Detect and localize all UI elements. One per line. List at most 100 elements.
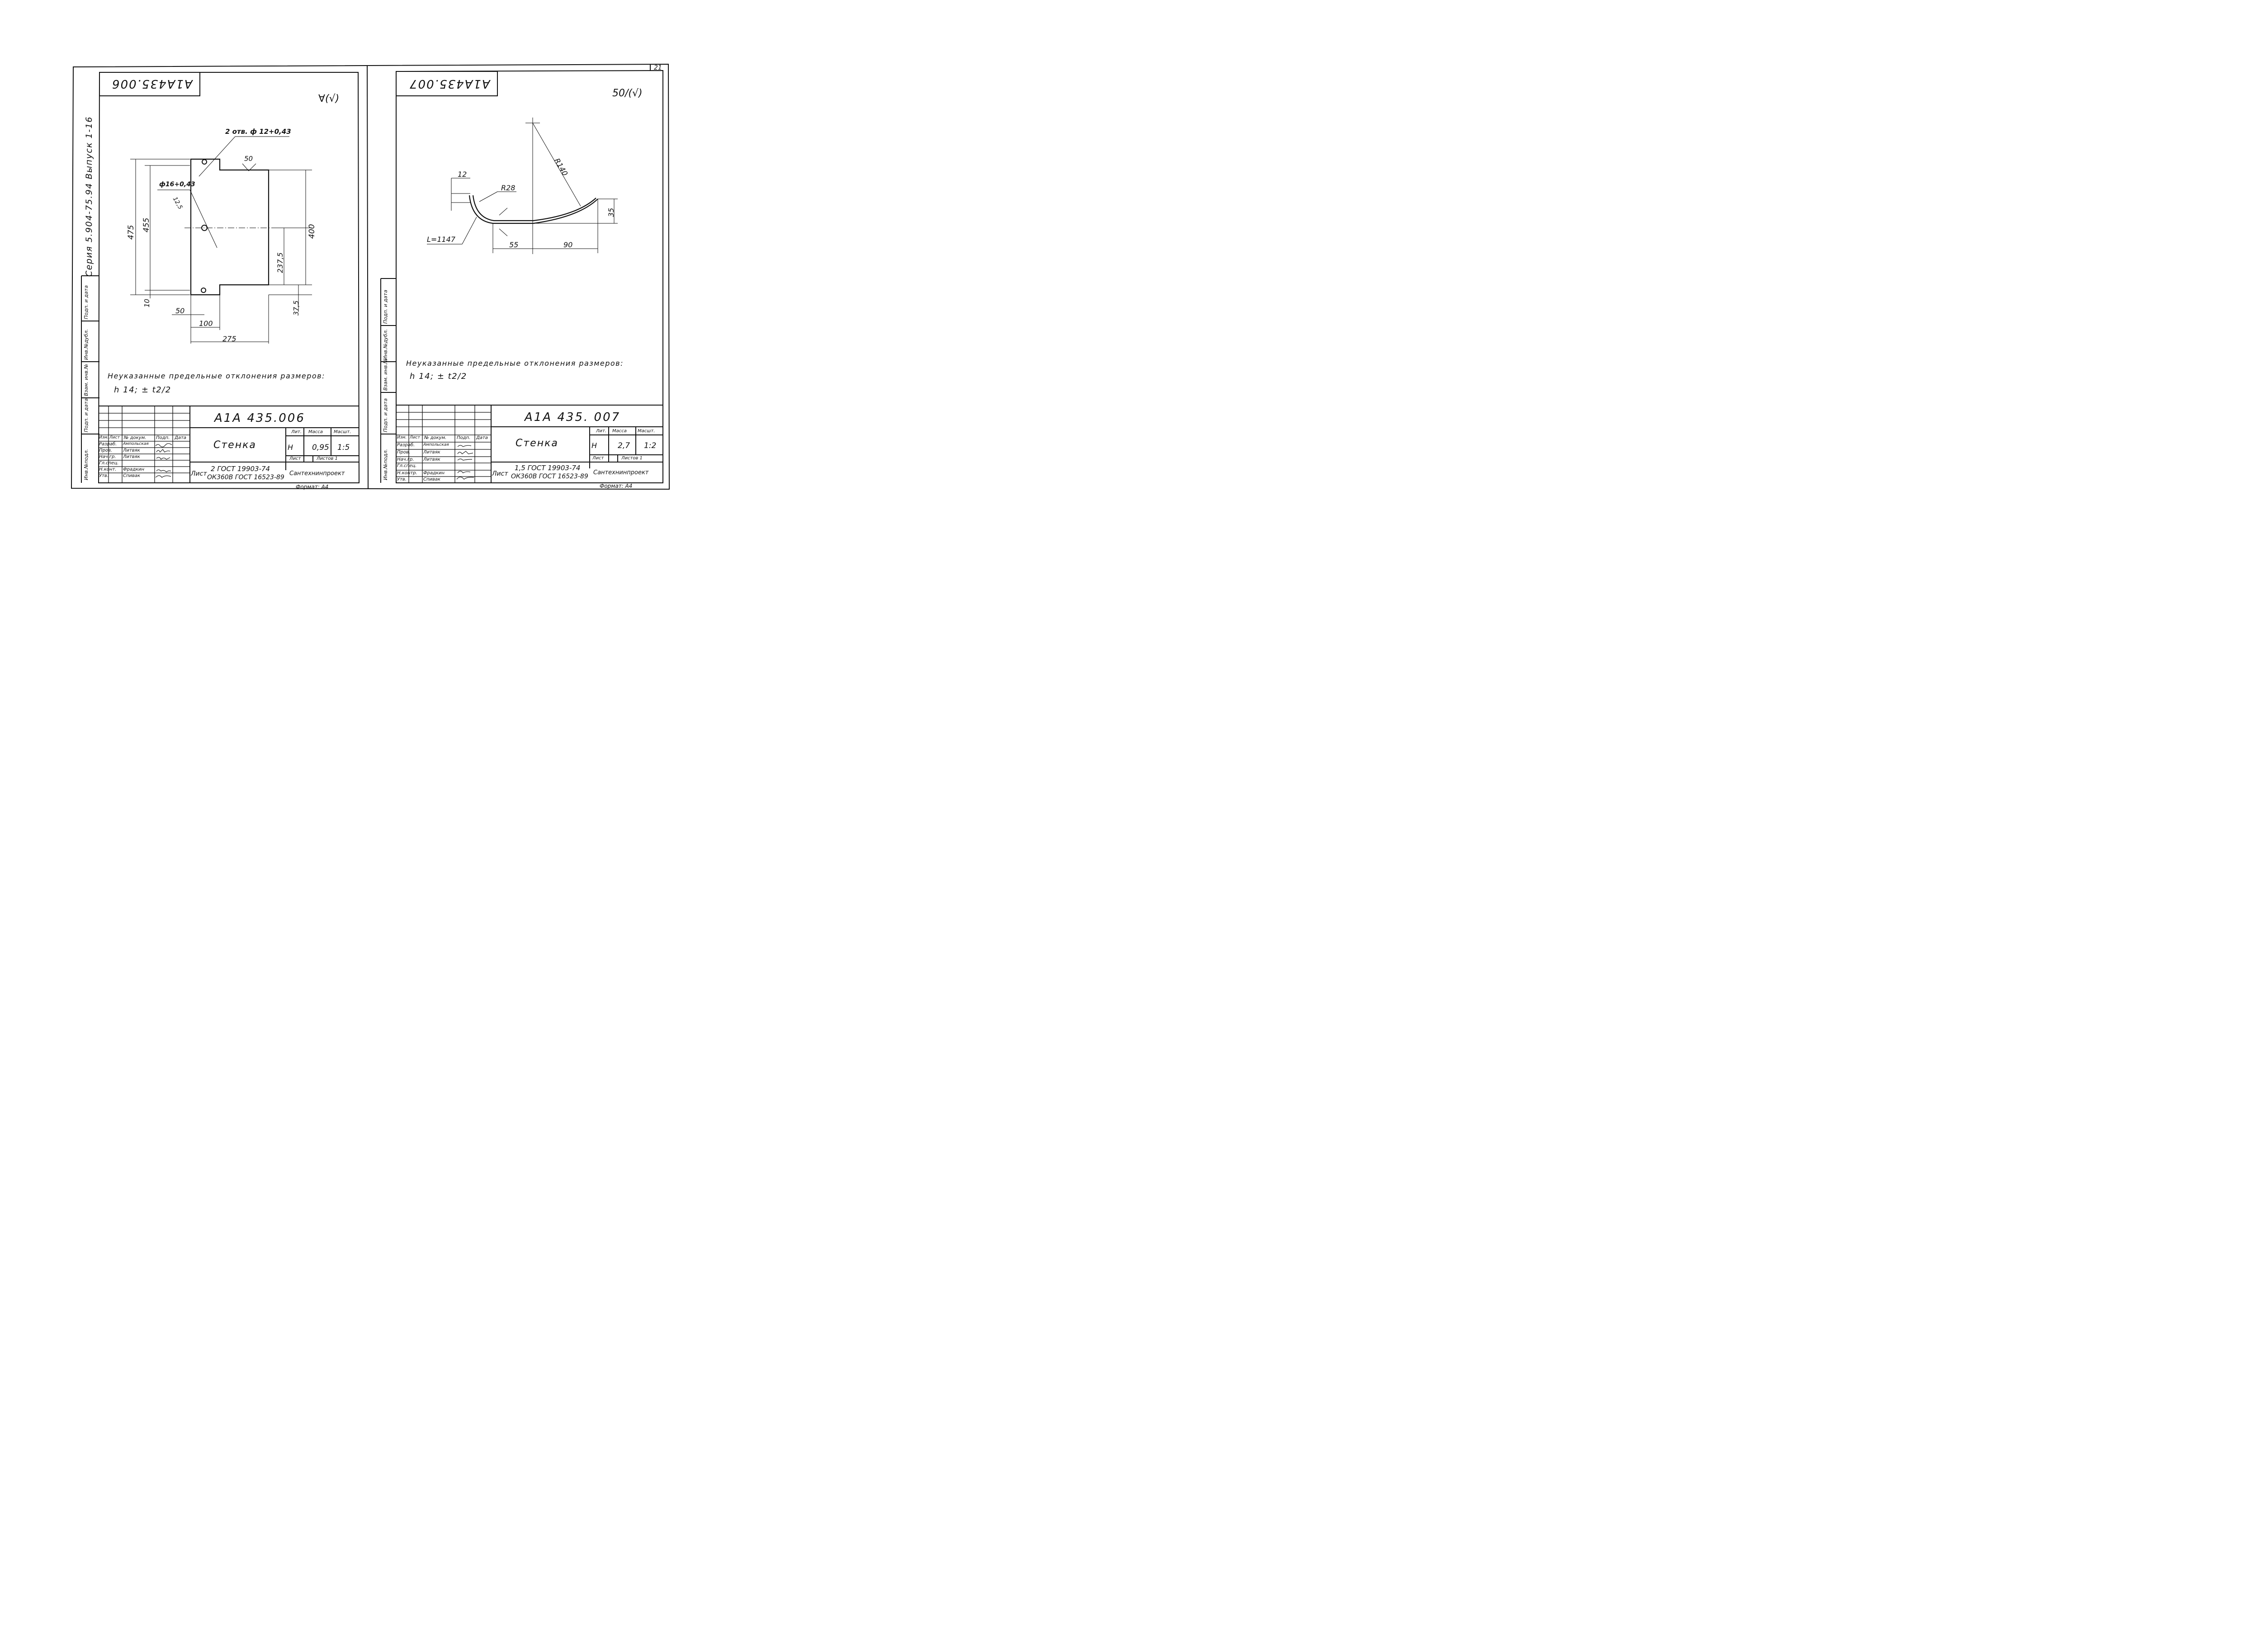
left-tb-material-prefix: Лист: [191, 470, 207, 477]
side-label-podp-data-2-r: Подп. и дата: [383, 290, 388, 324]
left-code-box: [99, 72, 200, 96]
sheet-index: 21: [654, 64, 662, 71]
left-tb-code: A1A 435.006: [214, 411, 305, 425]
left-tb-role-2: Нач.гр.: [99, 454, 116, 459]
right-tb-hdr-mass: Масса: [612, 429, 627, 434]
right-tb-role-1: Пров.: [397, 450, 411, 455]
left-tb-hdr-scale: Масшт.: [334, 430, 351, 434]
right-tolerance-note-1: Неуказанные предельные отклонения размер…: [406, 359, 624, 368]
side-label-podp-data-r: Подп. и дата: [383, 398, 388, 432]
right-tb-name-1: Литвяк: [423, 450, 440, 455]
right-tb-scale: 1:2: [644, 441, 657, 450]
right-tb-sheet-label: Лист: [592, 456, 604, 461]
left-tb-hdr-doc: № докум.: [124, 435, 147, 440]
right-code-box-label: A1A435.007: [409, 77, 490, 90]
left-roughness-mark: ∀(√): [318, 93, 340, 104]
left-tb-name-5: Спивак: [123, 473, 141, 478]
right-tb-mass: 2,7: [618, 441, 630, 450]
dim-r28: R28: [501, 184, 516, 192]
left-tb-role-0: Разраб.: [99, 442, 117, 447]
left-tb-name-4: Фрадкин: [123, 467, 145, 472]
side-label-vzam-r: Взам. инв.№: [383, 358, 388, 391]
dim-90: 90: [563, 241, 573, 249]
right-tb-material-bottom: ОК360В ГОСТ 16523-89: [511, 473, 588, 480]
dim-37-5: 37,5: [292, 300, 300, 316]
left-surface-note: 50: [244, 155, 253, 163]
left-tb-sheet-label: Лист: [289, 456, 301, 461]
right-tb-hdr-lit: Лит.: [596, 429, 607, 434]
right-inner-frame: [396, 70, 663, 483]
left-tb-format: Формат: А4: [296, 484, 329, 490]
right-part-inner: [472, 195, 596, 222]
left-tb-hdr-list: Лист: [109, 435, 120, 440]
right-roughness-mark: 50/(√): [612, 88, 643, 99]
left-tb-name-0: Ампольская: [123, 442, 149, 446]
left-tb-scale: 1:5: [337, 443, 350, 452]
right-tb-name-4: Фрадкин: [423, 471, 445, 476]
right-code-box: [396, 71, 498, 96]
right-tb-sheets-label: Листов 1: [621, 456, 643, 461]
right-tb-name-0: Ампольская: [423, 443, 449, 447]
dim-237-5: 237,5: [276, 252, 284, 273]
right-tb-name-5: Спивак: [423, 477, 441, 482]
dim-100: 100: [199, 319, 213, 328]
drawing-geometry: [71, 63, 670, 490]
right-signatures: [456, 445, 474, 480]
left-tb-role-5: Утв.: [99, 473, 109, 478]
left-tb-org: Сантехнинпроект: [289, 470, 345, 477]
right-tolerance-note-2: h 14; ± t2/2: [410, 372, 467, 381]
left-hole-note-1: 2 отв. ф 12+0,43: [225, 127, 291, 136]
right-tb-hdr-data: Дата: [476, 435, 488, 440]
left-tolerance-note-1: Неуказанные предельные отклонения размер…: [108, 372, 325, 380]
left-part-outline: [190, 158, 270, 296]
dim-455: 455: [142, 217, 151, 232]
right-tb-role-0: Разраб.: [397, 443, 415, 448]
dim-475: 475: [127, 225, 136, 240]
left-tb-role-4: Н.конт.: [99, 467, 117, 472]
left-tb-name-2: Литвяк: [123, 454, 140, 459]
left-tb-hdr-mass: Масса: [308, 430, 323, 434]
dim-35: 35: [607, 208, 615, 217]
left-tb-hdr-lit: Лит.: [291, 430, 302, 434]
right-tb-org: Сантехнинпроект: [593, 469, 649, 476]
left-tb-hdr-izm: Изм.: [99, 435, 109, 440]
left-tb-role-3: Гл.спец.: [99, 461, 119, 466]
left-inner-frame: [98, 72, 360, 483]
side-label-podp-data-2: Подп. и дата: [83, 285, 89, 319]
side-label-dubl: Инв.№дубл.: [83, 329, 89, 360]
right-tb-hdr-izm: Изм.: [397, 435, 407, 440]
left-tb-sheets-label: Листов 1: [317, 456, 338, 461]
left-hole-top: [202, 159, 207, 165]
dim-10: 10: [143, 298, 151, 307]
right-tb-hdr-podp: Подп.: [457, 435, 471, 440]
right-tb-role-3: Гл.спец.: [397, 463, 417, 468]
right-tb-hdr-scale: Масшт.: [638, 429, 655, 434]
left-tb-name-1: Литвяк: [123, 448, 140, 453]
side-label-dubl-r: Инв.№дубл.: [383, 329, 388, 360]
right-tb-role-4: Н.контр.: [397, 471, 417, 476]
left-tb-hdr-podp: Подп.: [156, 435, 170, 440]
left-tb-role-1: Пров.: [99, 448, 113, 453]
right-tb-role-5: Утв.: [397, 477, 407, 482]
right-tb-material-prefix: Лист: [492, 470, 508, 477]
side-label-podp-data: Подп. и дата: [83, 398, 89, 432]
left-tolerance-note-2: h 14; ± t2/2: [114, 385, 171, 395]
series-stamp: Серия 5.904-75.94 Выпуск 1-16: [84, 116, 94, 277]
sheet-divider: [367, 66, 369, 490]
right-tb-hdr-doc: № докум.: [424, 435, 447, 440]
dim-length: L=1147: [427, 235, 456, 244]
left-tb-material-bottom: ОК360В ГОСТ 16523-89: [207, 474, 284, 481]
left-tb-lit: Н: [288, 443, 293, 452]
left-tb-material-top: 2 ГОСТ 19903-74: [211, 465, 270, 473]
right-tb-hdr-list: Лист: [410, 435, 420, 440]
left-tb-mass: 0,95: [312, 443, 329, 452]
left-hole-note-2: ф16+0,43: [159, 181, 195, 188]
right-tb-lit: Н: [591, 441, 597, 450]
right-tb-name: Стенка: [516, 438, 558, 449]
right-tb-role-2: Нач.гр.: [397, 457, 414, 462]
dim-275: 275: [222, 335, 237, 343]
right-tb-code: A1A 435. 007: [525, 411, 621, 424]
right-tb-material-top: 1,5 ГОСТ 19903-74: [515, 464, 581, 472]
left-tb-hdr-data: Дата: [175, 435, 186, 440]
left-signatures: [155, 443, 172, 478]
